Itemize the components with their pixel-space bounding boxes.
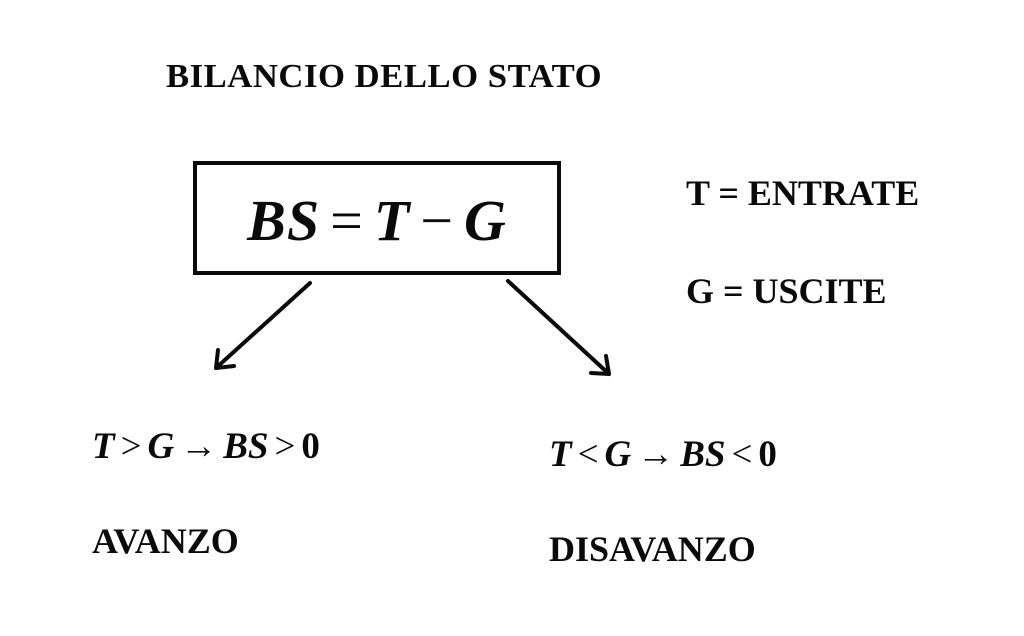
result-disavanzo: DISAVANZO [549, 529, 756, 569]
legend-t-entrate: T = ENTRATE [686, 173, 920, 213]
cond-right-g: G [604, 434, 632, 475]
cond-right-t: T [549, 434, 572, 475]
formula-box: BS=T−G [193, 161, 561, 275]
arrow-left-icon [214, 281, 312, 370]
formula-bs-equals-t-minus-g: BS=T−G [197, 187, 557, 254]
condition-deficit: T<G→BS<0 [549, 433, 777, 476]
formula-lhs: BS [247, 188, 321, 253]
formula-equals: = [330, 188, 364, 253]
arrow-right-icon [506, 279, 611, 376]
result-avanzo: AVANZO [92, 521, 239, 561]
diagram-title: BILANCIO DELLO STATO [166, 58, 603, 95]
cond-left-bs: BS [223, 426, 269, 467]
formula-minus: − [420, 188, 454, 253]
cond-left-gt: > [120, 426, 142, 467]
cond-left-arrow-icon: → [180, 426, 218, 467]
cond-left-t: T [92, 426, 115, 467]
cond-right-zero: 0 [758, 434, 777, 475]
cond-right-bs: BS [680, 434, 726, 475]
condition-surplus: T>G→BS>0 [92, 425, 320, 468]
cond-left-zero: 0 [301, 426, 320, 467]
cond-left-g: G [147, 426, 175, 467]
cond-left-gt2: > [274, 426, 296, 467]
cond-right-arrow-icon: → [637, 434, 675, 475]
formula-g: G [463, 188, 507, 253]
legend-g-uscite: G = USCITE [686, 271, 887, 311]
cond-right-lt: < [577, 434, 599, 475]
formula-t: T [373, 188, 411, 253]
cond-right-lt2: < [731, 434, 753, 475]
